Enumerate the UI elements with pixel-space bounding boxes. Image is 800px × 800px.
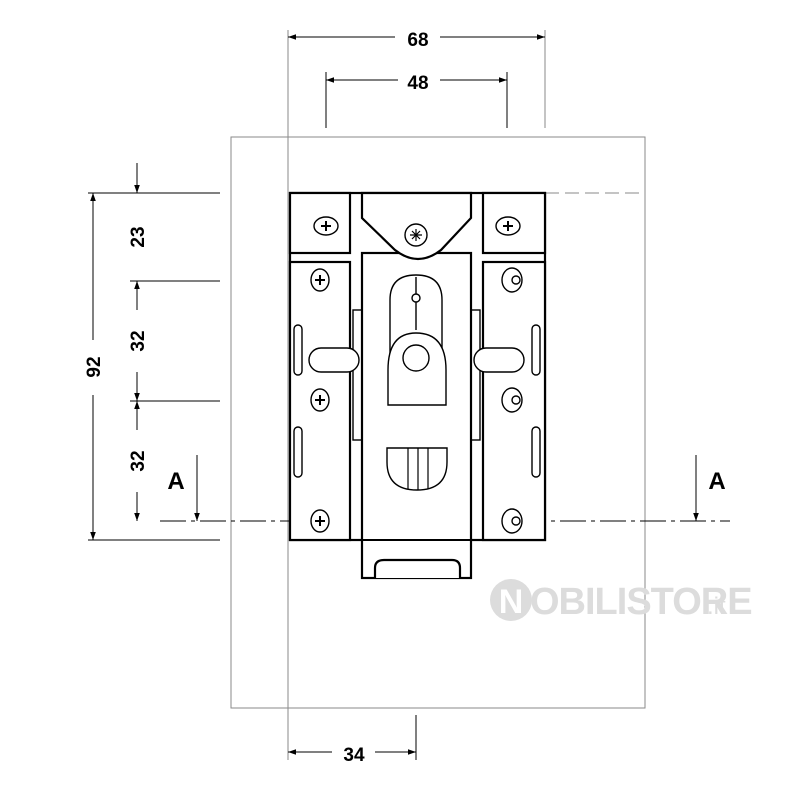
screw-icon xyxy=(310,388,330,412)
dimension-32-upper: 32 xyxy=(128,330,149,401)
dimension-34-label: 34 xyxy=(343,745,365,766)
screw-icon xyxy=(495,216,521,236)
dimension-23-label: 23 xyxy=(128,226,149,247)
section-marker-right: A xyxy=(708,468,725,495)
cam-hole-icon xyxy=(501,508,523,534)
cam-hole-icon xyxy=(501,387,523,413)
dimension-32-upper-label: 32 xyxy=(128,330,149,351)
section-marker-left: A xyxy=(167,468,184,495)
dimension-32-lower-label: 32 xyxy=(128,450,149,471)
dimension-68-label: 68 xyxy=(407,30,428,51)
dimension-92: 92 xyxy=(84,193,105,540)
dimension-34: 34 xyxy=(288,715,417,766)
watermark-suffix: .it xyxy=(707,593,726,620)
screw-icon xyxy=(313,216,339,236)
dimension-48: 48 xyxy=(325,72,508,128)
screw-icon xyxy=(310,268,330,292)
dimension-48-label: 48 xyxy=(407,73,428,94)
screw-icon xyxy=(310,509,330,533)
dimension-92-label: 92 xyxy=(84,356,105,377)
extension-lines-left xyxy=(88,192,220,541)
watermark-brand: OBILISTORE xyxy=(530,581,752,623)
screw-icons xyxy=(310,216,523,534)
dimension-68: 68 xyxy=(288,30,545,51)
panel-outline xyxy=(230,30,646,760)
watermark-logo: N OBILISTORE .it xyxy=(490,579,753,623)
screw-icon xyxy=(404,223,428,247)
dimension-23: 23 xyxy=(128,163,149,310)
cam-hole-icon xyxy=(501,267,523,293)
watermark-initial: N xyxy=(499,583,524,621)
dimension-32-lower: 32 xyxy=(128,401,149,521)
